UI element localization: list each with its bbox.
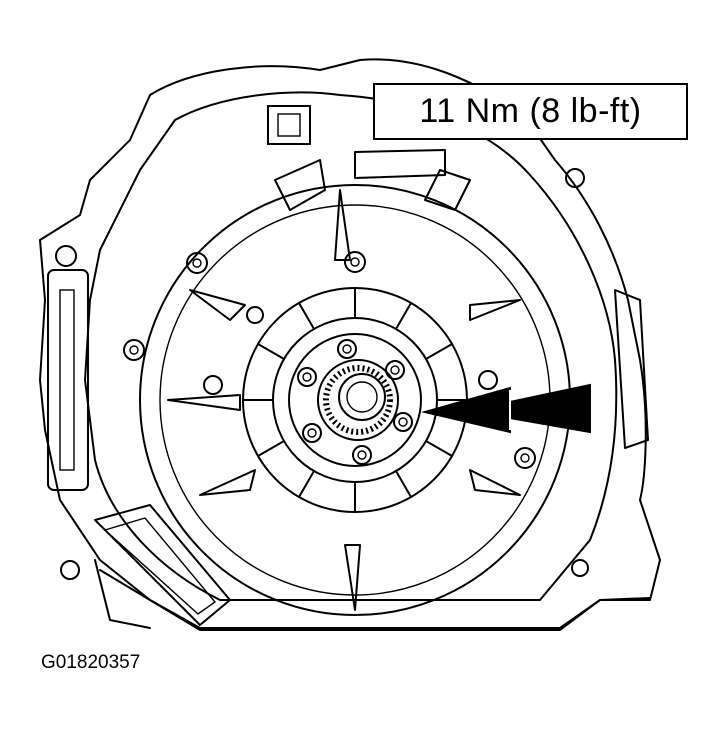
figure-id: G01820357: [41, 652, 141, 673]
torqued-bolts: [297, 339, 413, 465]
torque-spec-text: 11 Nm (8 lb-ft): [419, 92, 642, 130]
flange-bolt-hole-left: [55, 245, 77, 267]
hub-flange: [288, 333, 422, 467]
lower-left-rib: [94, 504, 231, 626]
input-shaft-bore: [346, 381, 378, 413]
housing-inner-rim: [84, 91, 618, 601]
stator-cage-spokes: [242, 287, 468, 513]
bottom-housing-edge: [99, 569, 651, 629]
torque-spec-callout: 11 Nm (8 lb-ft): [373, 83, 688, 140]
pointer-arrow: [421, 383, 591, 434]
bottom-left-corner: [94, 559, 151, 629]
input-shaft: [338, 373, 386, 421]
pump-body-bolt-holes: [123, 251, 536, 469]
flange-bolt-hole-bottom-right: [571, 559, 589, 577]
top-boss: [267, 105, 311, 145]
top-boss-inner: [277, 113, 301, 137]
left-flange-slot: [59, 289, 75, 471]
bearing-rollers: [323, 365, 393, 435]
flange-bolt-hole-bottom: [60, 560, 80, 580]
shaft-bearing: [317, 359, 399, 441]
lower-left-rib-2: [103, 517, 217, 615]
left-flange-bar: [47, 269, 89, 491]
upper-left-tab: [274, 159, 326, 211]
flange-bolt-hole-right: [565, 168, 585, 188]
right-strap: [614, 289, 649, 449]
top-rib: [354, 149, 446, 179]
